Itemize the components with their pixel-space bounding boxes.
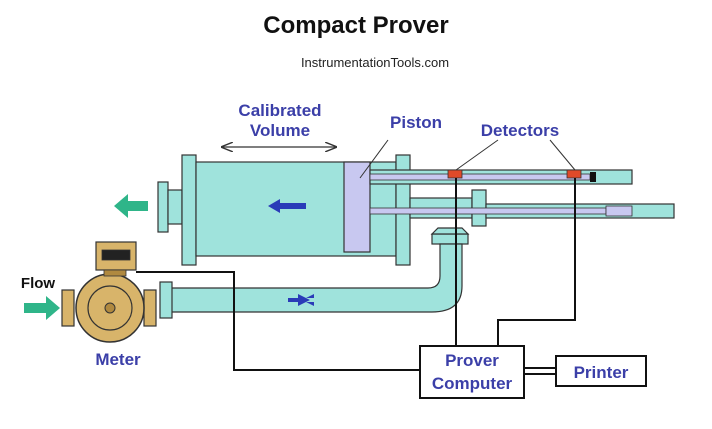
piston-label: Piston (390, 113, 442, 132)
meter-register-display (101, 249, 131, 261)
calibrated-volume-label-line1: Calibrated (238, 101, 321, 120)
meter-register-neck (103, 269, 127, 277)
prover-computer-box (419, 345, 525, 399)
detector-2-signal-wire (497, 178, 576, 346)
flow-label: Flow (21, 275, 55, 292)
meter-inner-ring (87, 285, 133, 331)
lower-piston-rod (369, 207, 607, 215)
piston-leader-line (359, 139, 389, 179)
meter-inlet-flange (61, 289, 75, 327)
prover-computer-label-line1: Prover (445, 351, 499, 370)
meter-outlet-flange (143, 289, 157, 327)
inlet-pipe-flange (159, 281, 173, 319)
calibrated-volume-label-line2: Volume (250, 121, 310, 140)
detector-leader-line-1 (455, 139, 499, 171)
page-title: Compact Prover (263, 12, 449, 39)
riser-flange (431, 233, 469, 245)
upper-piston-rod (369, 173, 591, 181)
meter-signal-wire (136, 271, 420, 371)
outlet-flange (157, 181, 169, 233)
lower-rod-end (605, 205, 633, 217)
detectors-label: Detectors (481, 121, 559, 140)
detector-leader-line-2 (549, 139, 576, 171)
outlet-flow-arrow (114, 194, 148, 218)
inlet-flow-arrow-head (298, 294, 310, 306)
prover-computer-label-line2: Computer (432, 374, 513, 393)
inlet-flow-indicator-arrow (24, 296, 60, 320)
cylinder-left-flange (181, 154, 197, 266)
outlet-nozzle (167, 189, 183, 225)
rod-flag (590, 172, 596, 182)
inlet-pipe (169, 243, 463, 313)
meter-label: Meter (95, 350, 141, 369)
detector-upstream (447, 169, 463, 179)
piston (343, 161, 371, 253)
printer-label: Printer (574, 363, 629, 382)
detector-downstream (566, 169, 582, 179)
riser-neck (430, 227, 470, 235)
page-subtitle: InstrumentationTools.com (300, 55, 450, 70)
cylinder-flow-arrow (268, 199, 306, 213)
meter-hub (104, 302, 116, 314)
printer-box (555, 355, 647, 387)
